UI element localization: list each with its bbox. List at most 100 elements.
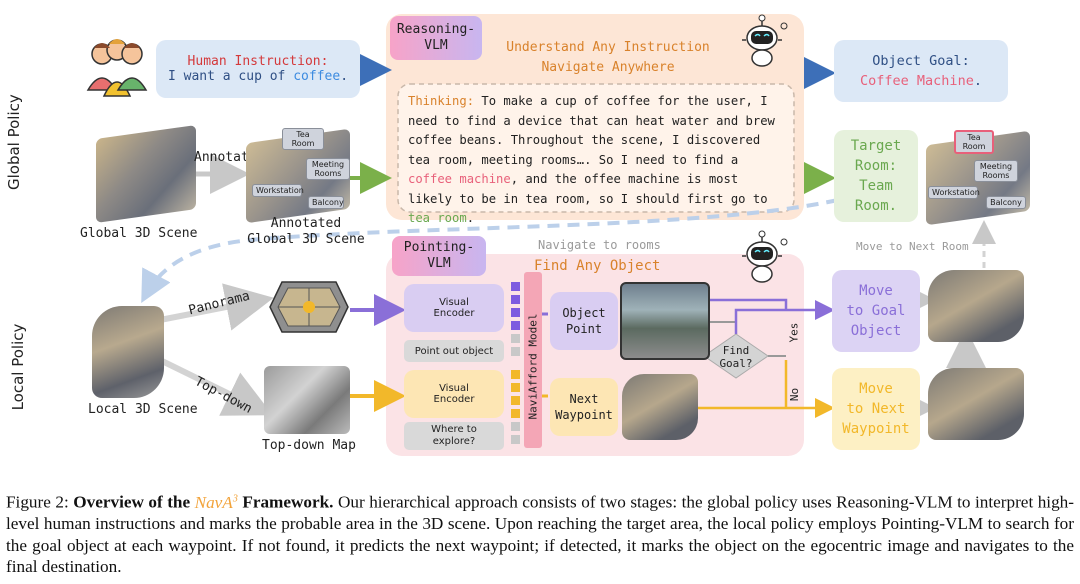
where-to-explore-button: Where to explore? <box>404 422 504 450</box>
annotate-label: Annotate <box>194 150 257 165</box>
thinking-part3: . <box>466 211 475 225</box>
understand-line2: Navigate Anywhere <box>541 60 675 75</box>
local-3d-scene-image <box>92 306 164 398</box>
annotated-scene-label: Annotated Global 3D Scene <box>246 216 366 248</box>
human-instruction-title: Human Instruction: <box>187 54 329 69</box>
find-goal-diamond <box>703 333 769 379</box>
move-to-next-waypoint-box: Move to Next Waypoint <box>832 368 920 450</box>
understand-line1: Understand Any Instruction <box>506 40 710 55</box>
move-goal-line2: to Goal <box>846 303 906 319</box>
global-3d-scene-image <box>96 124 196 224</box>
move-to-next-room-label: Move to Next Room <box>856 240 969 253</box>
next-scene-image <box>928 368 1024 440</box>
topdown-map-label: Top-down Map <box>262 438 356 453</box>
human-instruction-box: Human Instruction: I want a cup of coffe… <box>156 40 360 98</box>
pointing-vlm-tag: Pointing- VLM <box>392 236 486 276</box>
understand-heading: Understand Any Instruction Navigate Anyw… <box>488 38 728 78</box>
tag-tea-room: Tea Room <box>282 128 324 150</box>
move-goal-line1: Move <box>859 283 893 299</box>
find-goal-line2: Goal? <box>719 357 753 370</box>
thinking-keyword-coffee-machine: coffee machine <box>408 172 511 186</box>
pointing-vlm-line2: VLM <box>427 256 451 271</box>
pointing-vlm-line1: Pointing- <box>403 240 475 255</box>
object-goal-suffix: . <box>973 73 982 89</box>
instruction-keyword: coffee <box>293 69 341 84</box>
tag-tea-room-highlight: Tea Room <box>954 130 994 154</box>
egocentric-photo <box>620 282 710 360</box>
object-point-box: Object Point <box>550 292 618 350</box>
navigate-to-rooms-label: Navigate to rooms <box>538 238 661 252</box>
caption-bold2: Framework. <box>237 492 334 512</box>
object-goal-box: Object Goal: Coffee Machine. <box>834 40 1008 102</box>
global-policy-label: Global Policy <box>5 94 23 190</box>
purple-tokens <box>511 282 520 356</box>
target-room-box: Target Room: Team Room. <box>834 130 918 222</box>
robot-icon <box>742 14 788 67</box>
thinking-part1: To make a cup of coffee for the user, I … <box>408 94 775 167</box>
naviafford-label: NaviAfford Model <box>526 313 540 420</box>
move-next-line3: Waypoint <box>842 421 910 437</box>
tag-balcony-right: Balcony <box>986 196 1026 209</box>
object-goal-value-line: Coffee Machine. <box>860 71 982 91</box>
find-goal-line1: Find <box>722 344 750 357</box>
yes-label: Yes <box>787 322 801 343</box>
target-room-line4: Room. <box>854 198 898 214</box>
waypoint-scene-image <box>622 374 698 440</box>
instruction-suffix: . <box>340 69 349 84</box>
reasoning-vlm-line1: Reasoning- <box>396 22 476 37</box>
caption-nav-sup: 3 <box>232 493 238 504</box>
tag-workstation-right: Workstation <box>928 186 980 199</box>
next-waypoint-line2: Waypoint <box>555 408 613 422</box>
thinking-part2: , and the offee machine is most likely t… <box>408 172 768 206</box>
figure-caption: Figure 2: Overview of the NavA3 Framewor… <box>6 488 1074 578</box>
thinking-keyword-tea-room: tea room <box>408 211 467 225</box>
object-point-line1: Object <box>562 306 606 320</box>
caption-bold1: Overview of the <box>73 492 195 512</box>
tag-balcony: Balcony <box>308 196 344 209</box>
next-waypoint-box: Next Waypoint <box>550 378 618 436</box>
move-next-line2: to Next <box>846 401 906 417</box>
annotated-line1: Annotated <box>270 216 342 231</box>
find-goal-label: Find Goal? <box>706 342 766 372</box>
yellow-tokens <box>511 370 520 444</box>
local-policy-label: Local Policy <box>9 323 27 411</box>
human-instruction-text: I want a cup of coffee. <box>168 69 348 84</box>
panorama-image <box>269 281 349 333</box>
find-any-object-label: Find Any Object <box>534 258 661 274</box>
reasoning-vlm-tag: Reasoning- VLM <box>390 16 482 60</box>
point-out-object-button: Point out object <box>404 340 504 362</box>
caption-nav-text: NavA <box>194 492 233 512</box>
reasoning-vlm-line2: VLM <box>424 38 448 53</box>
annotated-line2: Global 3D Scene <box>247 232 365 247</box>
object-point-line2: Point <box>565 322 603 336</box>
no-label: No <box>788 387 802 402</box>
object-goal-title: Object Goal: <box>872 53 970 69</box>
move-next-line1: Move <box>859 381 893 397</box>
people-icon <box>86 39 148 97</box>
caption-nav: NavA3 <box>195 493 238 512</box>
goal-scene-image <box>928 270 1024 342</box>
thinking-label: Thinking: <box>408 94 475 108</box>
move-to-goal-box: Move to Goal Object <box>832 270 920 352</box>
global-scene-label: Global 3D Scene <box>80 226 198 241</box>
local-scene-label: Local 3D Scene <box>88 402 198 417</box>
caption-prefix: Figure 2: <box>6 492 74 512</box>
thinking-box <box>397 83 795 213</box>
tag-workstation: Workstation <box>252 184 304 197</box>
object-goal-value: Coffee Machine <box>860 73 974 89</box>
target-room-line2: Room: <box>854 158 898 174</box>
target-room-line3: Team <box>859 178 893 194</box>
move-goal-line3: Object <box>850 323 902 339</box>
tag-meeting-rooms-right: Meeting Rooms <box>974 160 1018 182</box>
tag-meeting-rooms: Meeting Rooms <box>306 158 350 180</box>
instruction-prefix: I want a cup of <box>167 69 294 84</box>
visual-encoder-yellow: Visual Encoder <box>404 370 504 418</box>
target-room-line1: Target <box>850 138 902 154</box>
thinking-text: Thinking: To make a cup of coffee for th… <box>408 92 786 229</box>
next-waypoint-line1: Next <box>569 392 599 406</box>
robot-icon <box>742 230 788 283</box>
naviafford-bar <box>524 272 542 448</box>
visual-encoder-purple: Visual Encoder <box>404 284 504 332</box>
topdown-map-image <box>264 366 350 434</box>
caption-text: Our hierarchical approach consists of tw… <box>6 492 1074 577</box>
